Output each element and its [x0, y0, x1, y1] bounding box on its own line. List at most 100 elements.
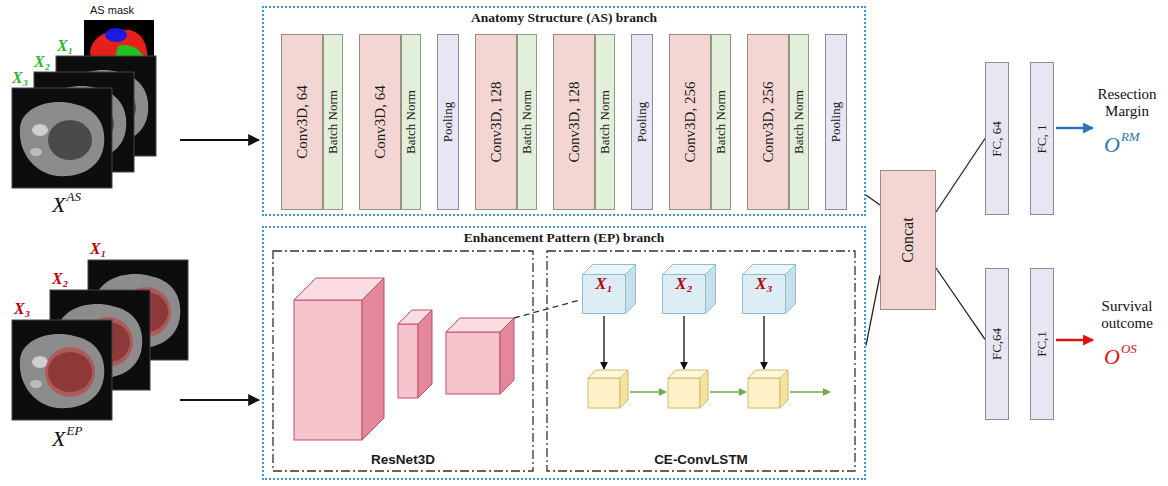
- fc-layer: FC, 64: [985, 62, 1009, 215]
- cube-face: [663, 275, 706, 314]
- layer-label: Pooling: [635, 102, 649, 142]
- cube-face: [583, 275, 626, 314]
- cube-face: [743, 275, 786, 314]
- slice-label: X₂: [52, 270, 68, 288]
- layer-label: Conv3D, 256: [760, 82, 777, 163]
- layer-label: Batch Norm: [520, 90, 534, 154]
- cube-faces: [583, 265, 636, 314]
- recurrent-arrow: [630, 391, 666, 393]
- block-face: [418, 310, 432, 398]
- connector-line: [936, 139, 985, 213]
- module-outline: [272, 250, 534, 472]
- cell-face: [668, 378, 700, 408]
- module-box: ResNet3D: [272, 250, 534, 472]
- dash-dot-border: [547, 251, 855, 471]
- layer-label: Conv3D, 64: [372, 85, 389, 158]
- box-title: Enhancement Pattern (EP) branch: [262, 229, 866, 247]
- cell-face: [620, 370, 628, 408]
- recurrent-arrow: [790, 391, 830, 393]
- pooling-layer: Pooling: [437, 34, 459, 210]
- batchnorm-layer: Batch Norm: [595, 34, 615, 210]
- conv3d-layer: Conv3D, 256: [669, 34, 711, 210]
- output-arrow: [1056, 127, 1093, 130]
- block-face: [398, 324, 418, 398]
- feature-cube: X₂: [662, 264, 716, 314]
- cube-faces: [743, 265, 796, 314]
- mask-region: [105, 28, 127, 42]
- batchnorm-layer: Batch Norm: [401, 34, 421, 210]
- block-face: [500, 318, 514, 394]
- recurrent-arrows: [630, 391, 830, 393]
- cube-label: X₃: [742, 274, 786, 314]
- layer-label: Batch Norm: [792, 90, 806, 154]
- cube-face: [786, 265, 796, 314]
- down-arrows: [604, 316, 764, 369]
- layer-label: Pooling: [829, 102, 843, 142]
- input-symbol: X: [52, 426, 65, 452]
- connector-line: [866, 275, 880, 345]
- layer-label: FC, 1: [1035, 124, 1049, 153]
- concat-layer: Concat: [880, 170, 936, 310]
- recurrent-arrow: [710, 391, 746, 393]
- conv3d-layer: Conv3D, 256: [747, 34, 789, 210]
- cube-label: X₂: [662, 274, 706, 314]
- cell-face: [700, 370, 708, 408]
- down-arrow: [763, 316, 764, 369]
- cube-faces: [663, 265, 716, 314]
- cube-face: [626, 265, 636, 314]
- superscript: OS: [1121, 341, 1137, 357]
- output-label: Survival outcome: [1094, 298, 1160, 332]
- superscript: AS: [66, 189, 80, 205]
- connector-line: [866, 195, 880, 205]
- layer-label: Batch Norm: [326, 90, 340, 154]
- output-symbol: O: [1104, 132, 1120, 158]
- pooling-layer: Pooling: [631, 34, 653, 210]
- input-arrow: [180, 399, 259, 401]
- lstm-cell: [748, 370, 788, 408]
- cell-face: [748, 378, 780, 408]
- lstm-cell: [588, 370, 628, 408]
- output-label: Resection Margin: [1094, 86, 1160, 120]
- fc-layer: FC, 1: [1030, 62, 1054, 215]
- slice-label: X₁: [90, 240, 106, 258]
- box-title: CE-ConvLSTM: [546, 452, 856, 467]
- down-arrow: [603, 316, 604, 369]
- batchnorm-layer: Batch Norm: [517, 34, 537, 210]
- ct-slice: [12, 320, 112, 420]
- box-title: Anatomy Structure (AS) branch: [262, 9, 866, 27]
- slice-label: X₁: [57, 37, 73, 55]
- fc-layer: FC,1: [1030, 268, 1054, 420]
- layer-label: FC,1: [1035, 331, 1049, 357]
- resnet-block: [446, 318, 514, 394]
- layer-label: Concat: [899, 217, 917, 262]
- caption-text: AS mask: [90, 4, 134, 16]
- output-arrow: [1056, 339, 1093, 342]
- cube-face: [706, 265, 716, 314]
- block-face: [294, 300, 362, 440]
- layer-label: Batch Norm: [714, 90, 728, 154]
- layer-label: Pooling: [441, 102, 455, 142]
- conv3d-layer: Conv3D, 128: [475, 34, 517, 210]
- layer-label: Conv3D, 64: [294, 85, 311, 158]
- conv3d-layer: Conv3D, 128: [553, 34, 595, 210]
- lstm-cell: [668, 370, 708, 408]
- slice-label: X₃: [14, 300, 30, 318]
- conv3d-layer: Conv3D, 64: [281, 34, 323, 210]
- input-symbol: X: [52, 192, 65, 218]
- connector-line: [936, 268, 985, 339]
- superscript: RM: [1121, 129, 1140, 145]
- layer-label: Batch Norm: [598, 90, 612, 154]
- cell-face: [588, 378, 620, 408]
- layer-label: Conv3D, 128: [566, 82, 583, 163]
- layer-label: Batch Norm: [404, 90, 418, 154]
- layer-label: Conv3D, 256: [682, 82, 699, 163]
- slice-label: X₂: [34, 53, 50, 71]
- cell-face: [780, 370, 788, 408]
- down-arrow: [683, 316, 684, 369]
- block-face: [446, 332, 500, 394]
- layer-label: FC, 64: [990, 121, 1004, 156]
- layer-label: Conv3D, 128: [488, 82, 505, 163]
- slice-label: X₃: [12, 69, 28, 87]
